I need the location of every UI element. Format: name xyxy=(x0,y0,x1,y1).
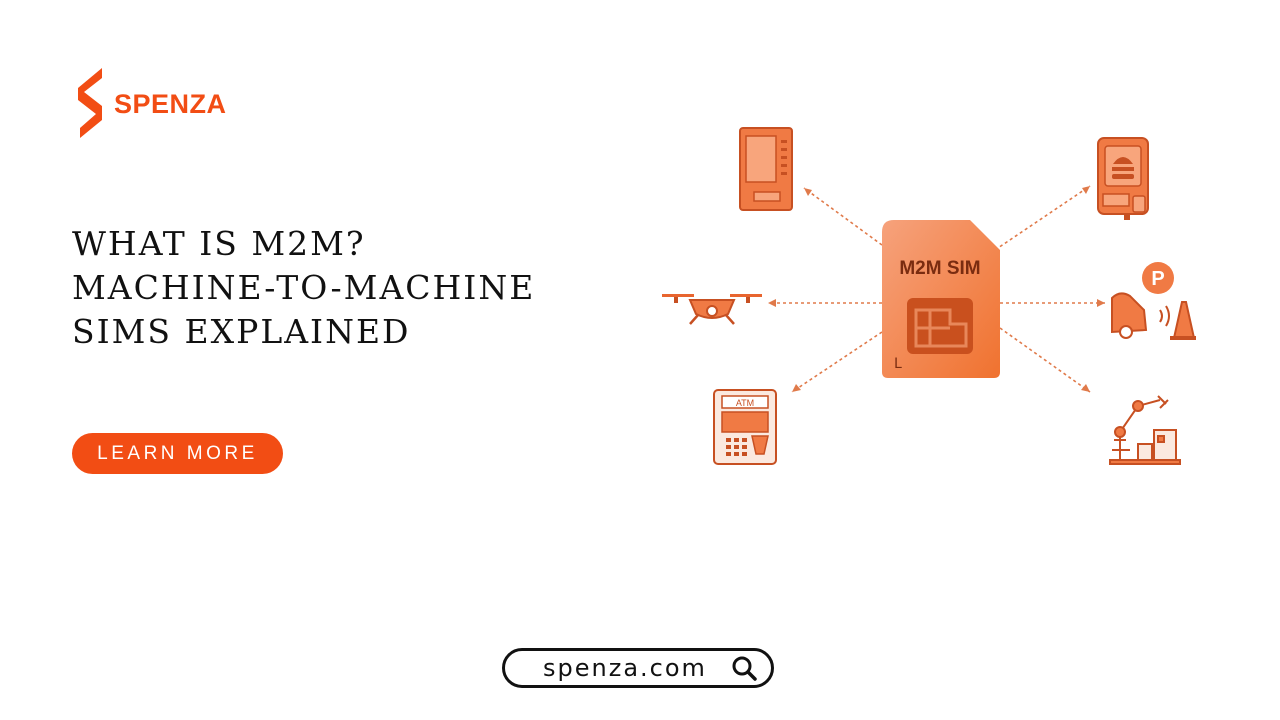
website-search-bar[interactable]: spenza.com xyxy=(502,648,774,688)
connector-lines xyxy=(768,185,1105,393)
search-icon[interactable] xyxy=(731,655,757,681)
svg-text:ATM: ATM xyxy=(736,398,754,408)
vending-machine-icon xyxy=(739,127,793,211)
title-line-2: MACHINE-TO-MACHINE xyxy=(72,268,536,307)
drone-icon xyxy=(662,294,762,325)
brand-logo[interactable]: SPENZA xyxy=(76,68,227,140)
svg-text:P: P xyxy=(1151,268,1164,290)
m2m-illustration: M2M SIM L P xyxy=(662,127,1196,465)
robot-arm-icon xyxy=(1109,395,1181,465)
sim-card-icon: M2M SIM L xyxy=(882,220,1000,378)
website-url: spenza.com xyxy=(543,654,707,682)
title-line-3: SIMS EXPLAINED xyxy=(72,312,411,351)
svg-text:L: L xyxy=(894,356,902,372)
title-line-1: WHAT IS M2M? xyxy=(72,224,366,263)
page-title: WHAT IS M2M? MACHINE-TO-MACHINE SIMS EXP… xyxy=(72,222,535,354)
spenza-logo-icon xyxy=(78,68,102,138)
brand-name: SPENZA xyxy=(114,88,227,119)
kiosk-icon xyxy=(1097,137,1149,220)
learn-more-button[interactable]: LEARN MORE xyxy=(72,433,283,474)
atm-icon: ATM xyxy=(713,389,777,465)
sim-label: M2M SIM xyxy=(899,258,980,279)
parking-car-icon: P xyxy=(1111,262,1196,340)
